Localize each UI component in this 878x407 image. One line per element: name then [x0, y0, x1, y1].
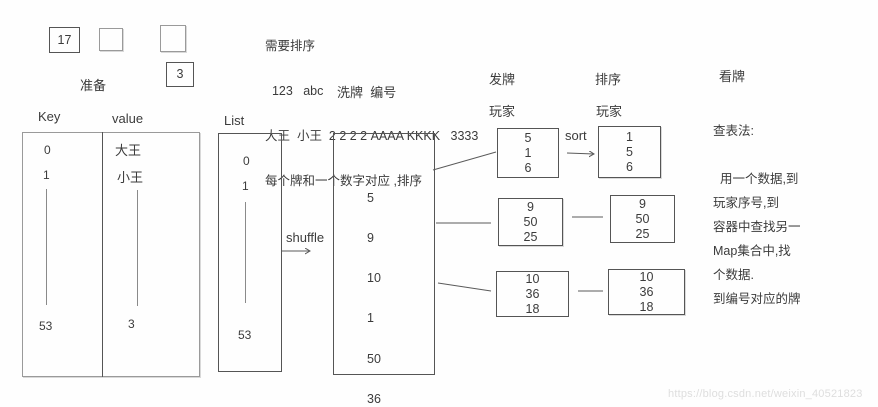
card-number: 1	[626, 129, 633, 144]
card-number: 50	[635, 211, 650, 226]
empty-card-box-1	[99, 28, 123, 51]
map-value-53: 3	[128, 317, 135, 331]
shuffled-numbers: 5 9 10 1 50 36 6 25 18 17 15	[367, 165, 381, 407]
list-label: List	[224, 113, 245, 128]
view-stage-label: 看牌	[719, 69, 746, 84]
prepare-label: 准备	[80, 78, 107, 93]
list-box	[218, 133, 282, 372]
card-number: 9	[639, 196, 646, 211]
card-number: 5	[524, 130, 532, 145]
deal-stage-label: 发牌	[489, 72, 516, 87]
sort-stage-label: 排序	[595, 72, 622, 87]
sorted-hand-2: 9 50 25	[610, 195, 675, 243]
map-key-53: 53	[39, 319, 53, 333]
card-number: 6	[626, 159, 633, 174]
note-line-4: 每个牌和一个数字对应 ,排序	[265, 174, 422, 188]
lookup-line: Map集合中,找	[713, 244, 791, 258]
notes-block: 需要排序 123 abc 大王 小王 2 2 2 2 AAAA KKKK 333…	[265, 9, 478, 219]
player-label-dealt: 玩家	[489, 104, 516, 119]
lookup-line: 玩家序号,到	[713, 196, 779, 210]
dealt-hand-3: 10 36 18	[496, 271, 569, 317]
card-number: 1	[524, 145, 532, 160]
deal-line-3	[437, 282, 492, 292]
card-number: 10	[525, 271, 540, 286]
shuffled-number: 36	[367, 391, 381, 406]
list-ellipsis-line	[245, 202, 246, 303]
note-line-3: 大王 小王 2 2 2 2 AAAA KKKK 3333	[265, 129, 479, 143]
lookup-paragraph-1: 查表法: 用一个数据,到 容器中查找另一 个数据.	[713, 91, 801, 315]
shuffled-number: 1	[367, 311, 374, 326]
lookup-line: 到编号对应的牌	[713, 292, 801, 306]
csdn-watermark: https://blog.csdn.net/weixin_40521823	[668, 388, 863, 400]
list-item-53: 53	[238, 328, 252, 342]
map-key-1: 1	[43, 168, 50, 182]
card-number: 25	[523, 229, 538, 244]
player-hand-count-box: 17	[49, 27, 80, 53]
list-item-0: 0	[243, 154, 250, 168]
shuffled-list-box	[333, 133, 435, 375]
lookup-line: 用一个数据,到	[713, 172, 799, 186]
sorted-hand-3: 10 36 18	[608, 269, 685, 315]
bottom-cards-box: 3	[166, 62, 194, 87]
shuffle-arrow-label: shuffle	[286, 230, 325, 245]
map-value-1: 小王	[117, 170, 144, 185]
card-number: 6	[524, 160, 532, 175]
card-number: 36	[525, 286, 540, 301]
card-number: 36	[639, 284, 654, 299]
lookup-line: 查表法:	[713, 124, 754, 138]
card-number: 9	[527, 199, 534, 214]
sort-arrow-1	[566, 153, 594, 154]
card-number: 18	[639, 299, 654, 314]
value-column-header: value	[112, 111, 144, 126]
map-value-ellipsis-line	[137, 190, 138, 306]
list-item-1: 1	[242, 179, 249, 193]
shuffled-number: 5	[367, 190, 374, 205]
shuffled-number: 9	[367, 231, 374, 246]
card-number: 18	[525, 301, 540, 316]
dealt-hand-2: 9 50 25	[498, 198, 563, 246]
note-line-1: 需要排序	[265, 39, 316, 53]
sorted-hand-1: 1 5 6	[598, 126, 661, 178]
map-table-box	[22, 132, 200, 377]
lookup-line: 个数据.	[713, 268, 754, 282]
map-key-ellipsis-line	[46, 189, 47, 305]
shuffled-number: 10	[367, 271, 381, 286]
map-table-divider	[102, 132, 103, 377]
map-key-0: 0	[44, 143, 51, 157]
card-number: 5	[626, 144, 633, 159]
lookup-line: 容器中查找另一	[713, 220, 801, 234]
player-label-sorted: 玩家	[596, 104, 623, 119]
lookup-paragraph-2: 玩家序号,到 Map集合中,找 到编号对应的牌	[713, 163, 801, 339]
map-value-0: 大王	[115, 143, 142, 158]
note-line-2: 123 abc	[265, 84, 324, 98]
shuffled-number: 50	[367, 351, 381, 366]
empty-card-box-2	[160, 25, 186, 52]
card-number: 10	[639, 269, 654, 284]
card-number: 50	[523, 214, 538, 229]
sort-arrow-label: sort	[565, 128, 587, 143]
key-column-header: Key	[38, 109, 61, 124]
dealt-hand-1: 5 1 6	[497, 128, 559, 178]
shuffle-number-label: 洗牌 编号	[337, 85, 397, 100]
card-number: 25	[635, 226, 650, 241]
hand-count: 17	[57, 32, 72, 47]
bottom-count: 3	[176, 67, 184, 81]
